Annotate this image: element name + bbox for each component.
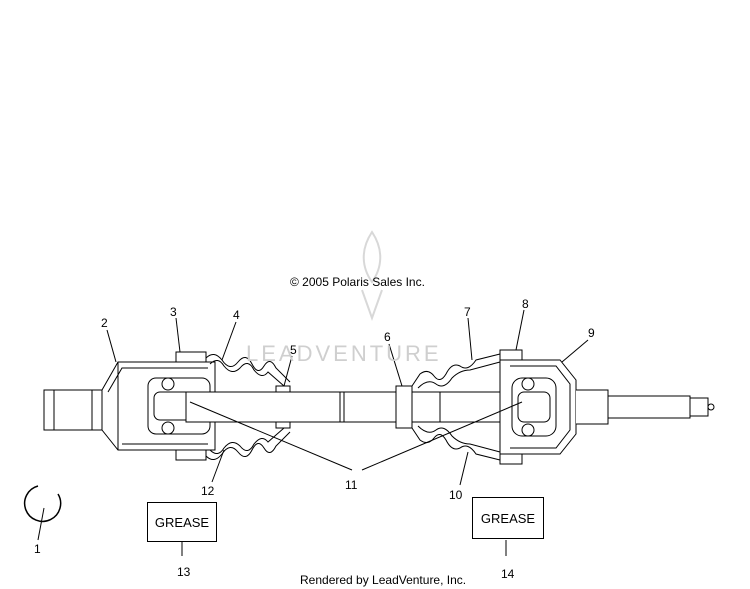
callout-5: 5	[290, 343, 297, 357]
right-cv-housing	[499, 359, 577, 455]
left-clamp	[175, 351, 207, 461]
copyright-notice: © 2005 Polaris Sales Inc.	[290, 275, 425, 289]
left-boot	[205, 354, 291, 460]
callout-8: 8	[522, 297, 529, 311]
grease-label-left: GREASE	[154, 514, 210, 530]
callout-9: 9	[588, 326, 595, 340]
callout-6: 6	[384, 330, 391, 344]
rendered-by-credit: Rendered by LeadVenture, Inc.	[300, 573, 467, 587]
callout-12: 12	[201, 484, 215, 498]
callout-1: 1	[34, 542, 41, 556]
watermark-text: LEADVENTURE	[246, 341, 442, 366]
callout-2: 2	[101, 316, 108, 330]
circlip	[23, 485, 62, 523]
right-boot	[411, 353, 501, 461]
callout-11: 11	[345, 478, 358, 492]
left-stub-shaft	[43, 389, 103, 431]
grease-label-right: GREASE	[480, 510, 536, 526]
callout-3: 3	[170, 305, 177, 319]
callout-13: 13	[177, 565, 191, 579]
leader-lines	[37, 309, 589, 556]
watermark-logo	[361, 230, 383, 321]
right-small-clamp	[395, 385, 413, 429]
callout-4: 4	[233, 308, 240, 322]
main-axle-shaft	[185, 391, 529, 423]
callout-7: 7	[464, 305, 471, 319]
callout-10: 10	[449, 488, 463, 502]
callout-14: 14	[501, 567, 515, 581]
right-stub-shaft	[576, 389, 715, 425]
grease-box-right: GREASE	[472, 497, 544, 539]
grease-box-left: GREASE	[147, 502, 217, 542]
